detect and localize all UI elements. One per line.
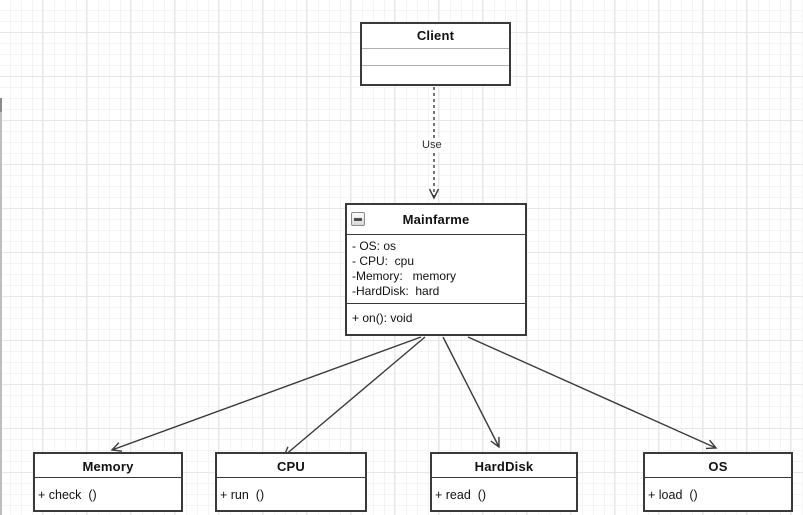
edge-label-use[interactable]: Use [419,138,445,152]
class-memory-method: + check () [35,477,181,511]
attribute-memory: -Memory: memory [352,269,457,283]
class-os-method: + load () [645,477,791,511]
class-memory[interactable]: Memory + check () [33,452,183,512]
class-mainframe-attributes: - OS: os - CPU: cpu -Memory: memory -Har… [347,234,525,303]
edge-mainframe-os[interactable] [467,336,718,450]
edge-mainframe-harddisk[interactable] [442,336,500,449]
class-os[interactable]: OS + load () [643,452,793,512]
class-harddisk[interactable]: HardDisk + read () [430,452,578,512]
class-mainframe[interactable]: Mainfarme - OS: os - CPU: cpu -Memory: m… [345,203,527,336]
collapse-minus-icon[interactable] [351,212,365,226]
class-harddisk-method: + read () [432,477,576,511]
class-client[interactable]: Client [360,22,511,86]
edge-mainframe-memory[interactable] [110,336,422,452]
attribute-harddisk: -HardDisk: hard [352,284,440,298]
class-client-name: Client [416,28,455,43]
class-cpu-name: CPU [276,459,306,474]
class-client-attributes-empty [362,48,509,65]
class-mainframe-name: Mainfarme [402,212,470,227]
class-mainframe-method-on: + on(): void [347,303,525,325]
class-client-methods-empty [362,65,509,85]
edge-mainframe-cpu[interactable] [282,336,426,458]
class-memory-name: Memory [82,459,134,474]
class-harddisk-name: HardDisk [474,459,534,474]
class-os-name: OS [708,459,728,474]
window-left-edge-dark [0,98,2,112]
class-cpu[interactable]: CPU + run () [215,452,367,512]
window-left-edge [0,98,2,515]
attribute-cpu: - CPU: cpu [352,254,415,268]
attribute-os: - OS: os [352,239,397,253]
class-mainframe-title-bar: Mainfarme [347,205,525,234]
class-cpu-method: + run () [217,477,365,511]
